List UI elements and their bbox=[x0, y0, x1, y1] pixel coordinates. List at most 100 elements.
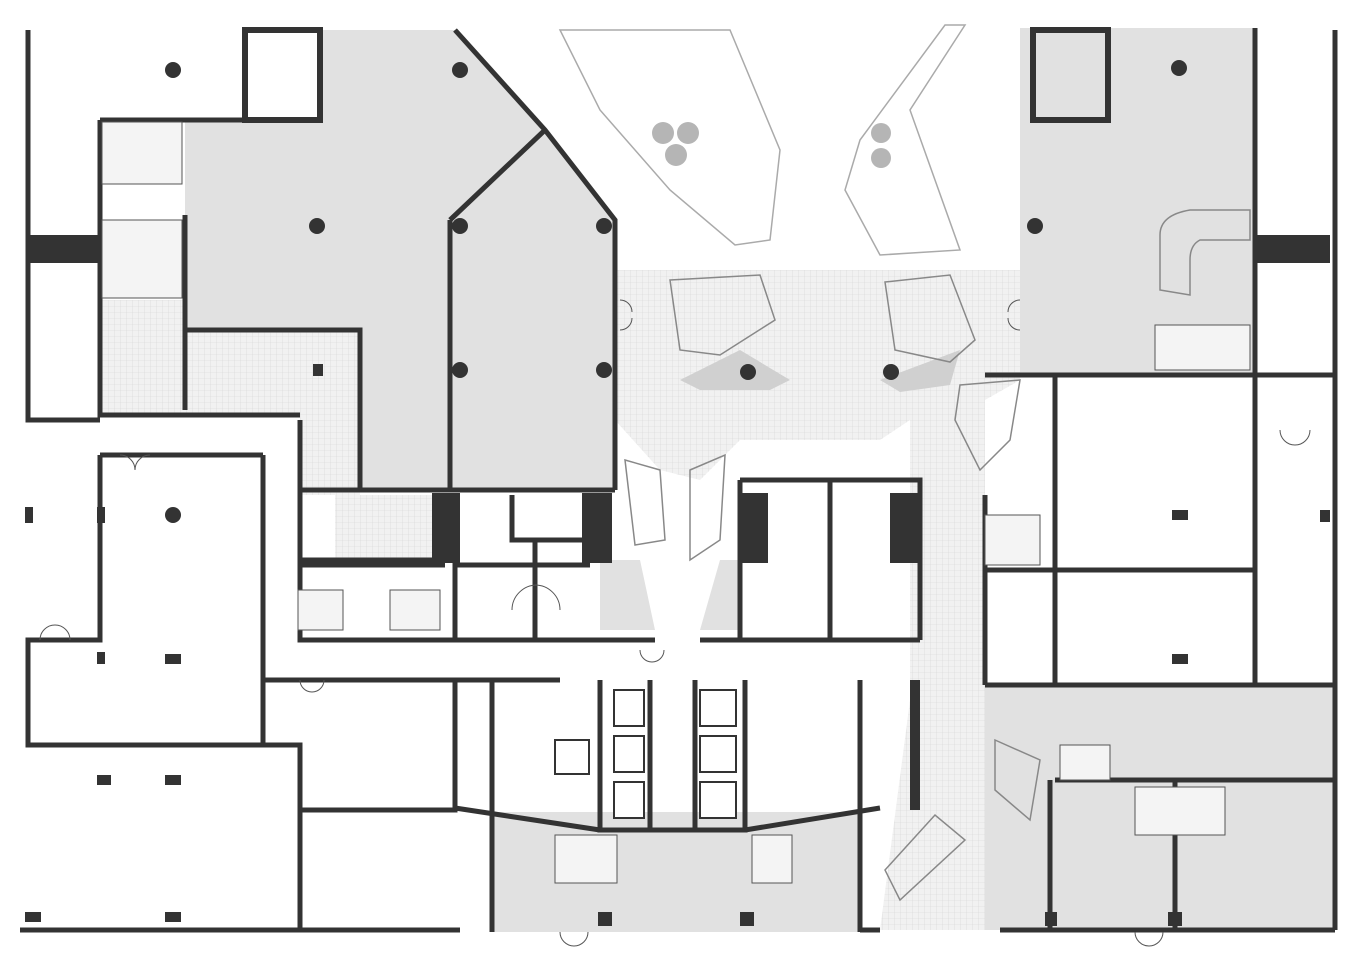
plan-mark bbox=[554, 739, 590, 775]
plan-mark bbox=[335, 495, 435, 560]
plan-mark bbox=[883, 364, 899, 380]
plan-mark bbox=[454, 805, 881, 833]
doors bbox=[39, 299, 1311, 947]
plan-mark bbox=[884, 274, 976, 363]
core-wedge-west bbox=[600, 560, 655, 630]
plan-mark bbox=[740, 912, 754, 926]
plan-mark bbox=[165, 912, 181, 922]
plan-mark bbox=[699, 735, 737, 773]
plan-mark bbox=[613, 781, 645, 819]
plan-mark bbox=[699, 781, 737, 819]
plan-mark bbox=[639, 649, 665, 663]
plan-mark bbox=[613, 735, 645, 773]
plan-mark bbox=[119, 454, 151, 471]
plan-mark bbox=[689, 453, 726, 562]
plan-mark bbox=[452, 362, 468, 378]
plan-mark bbox=[297, 589, 344, 631]
plan-mark bbox=[389, 589, 441, 631]
columns bbox=[25, 60, 1330, 926]
plan-mark bbox=[699, 689, 737, 727]
plan-mark bbox=[25, 507, 33, 523]
plan-mark bbox=[1159, 209, 1251, 296]
plan-mark bbox=[871, 148, 891, 168]
plan-mark bbox=[740, 493, 768, 563]
plan-mark bbox=[452, 218, 468, 234]
plaza-planter-west bbox=[680, 350, 790, 390]
plan-mark bbox=[185, 327, 363, 490]
plan-mark bbox=[165, 507, 181, 523]
plan-mark bbox=[884, 813, 967, 902]
plan-mark bbox=[313, 364, 323, 376]
landscape-path-east bbox=[844, 24, 967, 256]
plan-mark bbox=[165, 654, 181, 664]
planters bbox=[652, 122, 891, 168]
plan-mark bbox=[309, 218, 325, 234]
lounge-furniture bbox=[624, 209, 1251, 902]
plan-mark bbox=[453, 28, 618, 490]
plan-mark bbox=[1320, 510, 1330, 522]
plan-mark bbox=[165, 775, 181, 785]
plan-mark bbox=[511, 584, 561, 611]
plan-mark bbox=[613, 689, 645, 727]
core-wedge-east bbox=[700, 560, 740, 630]
plan-mark bbox=[910, 680, 920, 810]
plan-mark bbox=[1134, 931, 1164, 947]
plan-mark bbox=[559, 931, 589, 947]
plan-mark bbox=[263, 677, 458, 813]
plan-mark bbox=[1168, 912, 1182, 926]
plan-mark bbox=[665, 144, 687, 166]
plan-mark bbox=[100, 300, 185, 415]
plan-mark bbox=[1007, 299, 1021, 331]
plan-mark bbox=[1172, 654, 1188, 664]
plan-mark bbox=[97, 120, 300, 418]
plan-mark bbox=[1134, 786, 1226, 836]
plan-mark bbox=[1045, 912, 1057, 926]
plan-mark bbox=[597, 680, 748, 833]
plan-mark bbox=[740, 364, 756, 380]
plan-mark bbox=[1154, 324, 1251, 371]
plan-mark bbox=[1279, 429, 1311, 446]
plan-mark bbox=[598, 912, 612, 926]
plan-mark bbox=[28, 235, 100, 263]
landscape bbox=[558, 24, 967, 256]
plan-mark bbox=[448, 128, 547, 222]
plan-mark bbox=[677, 122, 699, 144]
stair-core-nw bbox=[242, 27, 323, 123]
plan-mark bbox=[25, 455, 303, 930]
plan-mark bbox=[994, 738, 1041, 822]
plan-mark bbox=[596, 362, 612, 378]
plan-mark bbox=[740, 477, 923, 640]
plan-mark bbox=[299, 679, 325, 693]
plan-mark bbox=[669, 274, 776, 356]
plan-mark bbox=[984, 514, 1041, 566]
plan-mark bbox=[1172, 510, 1188, 520]
plan-mark bbox=[619, 299, 633, 331]
plan-mark bbox=[25, 30, 100, 423]
plan-mark bbox=[97, 507, 105, 523]
plan-mark bbox=[1027, 218, 1043, 234]
plan-mark bbox=[624, 458, 666, 546]
stair-core-ne bbox=[1030, 27, 1111, 123]
plan-mark bbox=[297, 420, 445, 563]
plan-mark bbox=[25, 912, 41, 922]
plan-mark bbox=[39, 624, 71, 641]
plan-mark bbox=[954, 379, 1021, 472]
restrooms bbox=[101, 121, 1251, 884]
plan-mark bbox=[165, 62, 181, 78]
north-east-tenant bbox=[1020, 28, 1255, 375]
plan-mark bbox=[1171, 60, 1187, 76]
plan-mark bbox=[101, 219, 183, 299]
plan-mark bbox=[1255, 235, 1330, 263]
plan-mark bbox=[432, 493, 460, 563]
plan-mark bbox=[596, 218, 612, 234]
structural-cores bbox=[28, 27, 1330, 810]
plan-mark bbox=[751, 834, 793, 884]
north-west-tenant bbox=[185, 30, 615, 490]
plan-mark bbox=[300, 415, 360, 495]
plan-mark bbox=[101, 121, 183, 185]
plan-mark bbox=[871, 123, 891, 143]
plan-mark bbox=[554, 834, 618, 884]
plan-mark bbox=[652, 122, 674, 144]
plan-mark bbox=[185, 330, 360, 415]
landscape-path-west bbox=[558, 29, 781, 246]
